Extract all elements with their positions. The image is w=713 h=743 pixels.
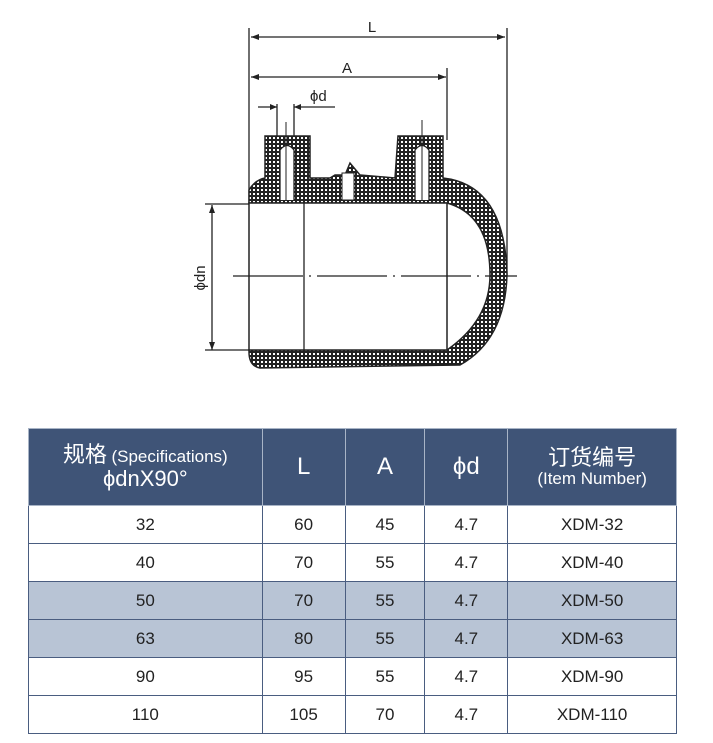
cell-A: 55 (344, 657, 426, 696)
cell-A: 55 (344, 619, 426, 658)
cell-item: XDM-32 (507, 505, 677, 544)
dim-label-dn: ϕdn (192, 265, 209, 290)
header-L: L (261, 428, 346, 506)
cell-spec: 63 (28, 619, 263, 658)
cell-item: XDM-110 (507, 695, 677, 734)
cell-spec: 50 (28, 581, 263, 620)
cell-d: 4.7 (424, 619, 509, 658)
cell-d: 4.7 (424, 505, 509, 544)
cell-spec: 32 (28, 505, 263, 544)
header-d: ϕd (424, 428, 509, 506)
cell-spec: 90 (28, 657, 263, 696)
cell-item: XDM-50 (507, 581, 677, 620)
spec-table: 规格 (Specifications)ϕdnX90° L A ϕd 订货编号(I… (28, 428, 677, 734)
cell-L: 60 (261, 505, 346, 544)
cell-spec: 110 (28, 695, 263, 734)
header-A: A (344, 428, 426, 506)
cell-item: XDM-63 (507, 619, 677, 658)
cell-L: 95 (261, 657, 346, 696)
technical-drawing: L A ϕd ϕdn (192, 19, 517, 369)
header-item: 订货编号(Item Number) (507, 428, 677, 506)
cell-item: XDM-40 (507, 543, 677, 582)
cell-A: 70 (344, 695, 426, 734)
dim-label-d: ϕd (310, 88, 327, 105)
cell-d: 4.7 (424, 657, 509, 696)
cell-L: 70 (261, 581, 346, 620)
cell-L: 105 (261, 695, 346, 734)
cell-d: 4.7 (424, 543, 509, 582)
cell-L: 70 (261, 543, 346, 582)
cell-A: 45 (344, 505, 426, 544)
cell-d: 4.7 (424, 581, 509, 620)
header-spec: 规格 (Specifications)ϕdnX90° (28, 428, 263, 506)
dim-label-L: L (368, 19, 376, 36)
table-header: 规格 (Specifications)ϕdnX90° L A ϕd 订货编号(I… (28, 428, 677, 506)
cell-L: 80 (261, 619, 346, 658)
cell-d: 4.7 (424, 695, 509, 734)
cell-A: 55 (344, 581, 426, 620)
cell-item: XDM-90 (507, 657, 677, 696)
dim-label-A: A (342, 60, 352, 77)
cell-spec: 40 (28, 543, 263, 582)
cell-A: 55 (344, 543, 426, 582)
